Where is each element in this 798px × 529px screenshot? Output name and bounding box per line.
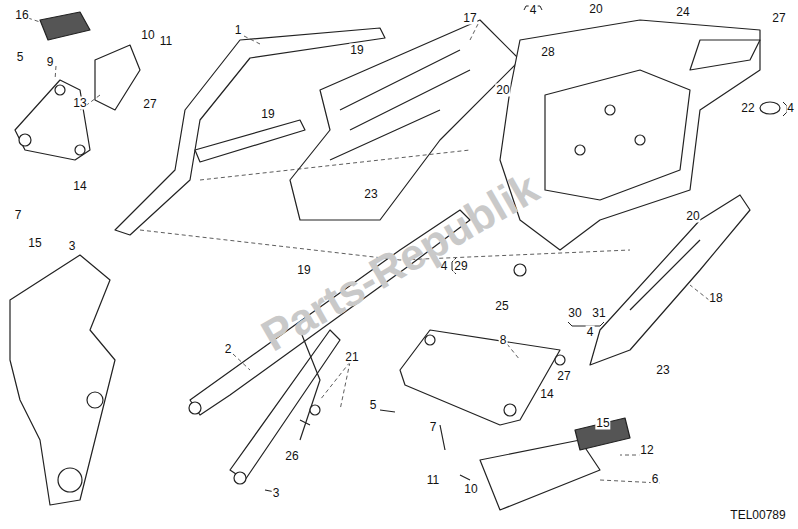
callout-number: 26 [284, 450, 299, 463]
callout-number: 20 [685, 210, 700, 223]
callout-number: 5 [16, 51, 25, 64]
callout-number: 23 [655, 364, 670, 377]
callout-number: 23 [363, 188, 378, 201]
callout-number: 19 [260, 108, 275, 121]
callout-number: 5 [369, 399, 378, 412]
callout-number: 27 [142, 98, 157, 111]
callout-number: 22 [740, 102, 755, 115]
callout-number: 10 [140, 29, 155, 42]
callout-number: 15 [27, 237, 42, 250]
callout-number: 19 [349, 44, 364, 57]
callout-number: 12 [639, 444, 654, 457]
callout-number: 1 [234, 24, 243, 37]
callout-number: 7 [429, 421, 438, 434]
callout-number: 15 [595, 417, 610, 430]
callout-number: 29 [453, 260, 468, 273]
callout-number: 19 [296, 264, 311, 277]
callout-number: 2 [224, 343, 233, 356]
callout-number: 20 [588, 3, 603, 16]
callout-number: 9 [46, 56, 55, 69]
callout-number: 27 [771, 12, 786, 25]
callout-number: 7 [14, 209, 23, 222]
callout-number: 24 [675, 6, 690, 19]
callout-number: 13 [72, 97, 87, 110]
callout-number: 28 [540, 46, 555, 59]
callout-number: 18 [708, 292, 723, 305]
callout-number: 4 [529, 4, 538, 17]
callout-number: 30 [567, 307, 582, 320]
callout-number: 11 [159, 35, 173, 48]
callout-number: 16 [14, 9, 29, 22]
callout-number: 4 [586, 326, 595, 339]
callout-number: 6 [651, 473, 660, 486]
callout-number: 31 [591, 307, 606, 320]
callout-number: 21 [344, 351, 359, 364]
callout-number: 3 [272, 487, 281, 500]
callout-number: 20 [495, 84, 510, 97]
callout-number: 11 [426, 474, 440, 487]
drawing-code: TEL00789 [729, 509, 786, 522]
callout-number: 10 [463, 483, 478, 496]
callout-number: 3 [68, 240, 77, 253]
callout-number: 8 [499, 334, 508, 347]
callout-number: 4 [786, 102, 795, 115]
callout-number: 27 [556, 370, 571, 383]
callout-number: 14 [72, 180, 87, 193]
callout-number: 25 [494, 300, 509, 313]
callout-number: 17 [462, 12, 477, 25]
callout-number: 14 [539, 388, 554, 401]
